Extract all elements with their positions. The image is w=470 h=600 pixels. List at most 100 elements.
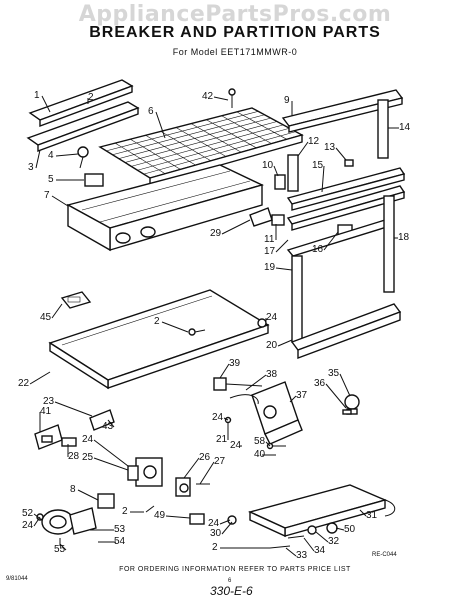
callout-33: 33 (296, 550, 308, 561)
callout-54: 54 (114, 536, 126, 547)
callout-45: 45 (40, 312, 52, 323)
callout-18: 18 (398, 232, 410, 243)
corner-code: 9/81044 (6, 576, 28, 582)
callout-15: 15 (312, 160, 324, 171)
callout-40: 40 (254, 449, 266, 460)
side-strip-12 (287, 154, 299, 192)
leader-42 (213, 96, 229, 101)
bracket-29 (249, 207, 273, 227)
leader-26 (183, 457, 200, 479)
bracket-28 (61, 437, 77, 447)
callout-22: 22 (18, 378, 30, 389)
leader-12 (297, 141, 309, 157)
callout-27: 27 (214, 456, 226, 467)
leader-24 (223, 417, 229, 421)
leader-58 (265, 441, 271, 447)
screw-34 (287, 535, 305, 539)
callout-10: 10 (262, 160, 274, 171)
callout-19: 19 (264, 262, 276, 273)
screw-42 (228, 88, 236, 108)
callout-2: 2 (122, 506, 128, 517)
leader-39 (219, 363, 230, 379)
callout-35: 35 (328, 368, 340, 379)
callout-11: 11 (264, 234, 275, 245)
leader-24 (33, 516, 41, 527)
damper-control-25 (127, 457, 163, 487)
callout-13: 13 (324, 142, 336, 153)
callout-17: 17 (264, 246, 276, 257)
part-8 (97, 493, 115, 509)
leader-1 (41, 95, 51, 113)
footer-note: FOR ORDERING INFORMATION REFER TO PARTS … (119, 566, 351, 573)
callout-5: 5 (48, 174, 54, 185)
leader-25 (93, 457, 129, 471)
frame-19 (286, 195, 402, 360)
leader-16 (323, 231, 339, 251)
leader-15 (321, 165, 325, 193)
leader-43 (107, 419, 115, 428)
callout-2: 2 (88, 92, 94, 103)
leader-52 (33, 513, 43, 521)
callout-20: 20 (266, 340, 278, 351)
leader-2 (161, 321, 189, 333)
screw-24-shelf (257, 318, 267, 328)
callout-34: 34 (314, 545, 326, 556)
leader-10 (273, 165, 279, 177)
clip-11 (271, 214, 285, 226)
callout-58: 58 (254, 436, 266, 447)
callout-26: 26 (199, 452, 211, 463)
diagram-title: BREAKER AND PARTITION PARTS (89, 24, 381, 41)
leader-6 (155, 111, 166, 139)
callout-8: 8 (70, 484, 76, 495)
callout-24: 24 (230, 440, 242, 451)
leader-23 (54, 401, 93, 417)
leader-38 (245, 374, 267, 391)
leader-35 (339, 373, 351, 397)
leader-8 (77, 489, 99, 501)
breaker-strip-3 (26, 101, 140, 153)
callout-32: 32 (328, 536, 340, 547)
knob-26 (175, 477, 191, 497)
clip-13 (344, 159, 354, 167)
leader-49 (165, 515, 191, 519)
callout-9: 9 (284, 95, 290, 106)
callout-29: 29 (210, 228, 222, 239)
grommet-30 (227, 515, 237, 525)
switch-43 (89, 409, 115, 431)
callout-25: 25 (82, 452, 94, 463)
leader-4 (55, 153, 79, 157)
page-code: 330-E-6 (210, 584, 253, 598)
callout-leaders (29, 95, 399, 557)
callout-7: 7 (44, 190, 50, 201)
callout-6: 6 (148, 106, 154, 117)
glass-shelf-22 (48, 289, 270, 390)
housing-41 (34, 424, 63, 450)
callout-2: 2 (154, 316, 160, 327)
leader-31 (359, 509, 367, 517)
leader-27 (199, 461, 215, 485)
leader-22 (29, 371, 51, 385)
leader-36 (325, 383, 347, 409)
callout-36: 36 (314, 378, 326, 389)
leader-20 (277, 339, 293, 347)
callout-3: 3 (28, 162, 34, 173)
leader-34 (303, 537, 315, 552)
page-number: 6 (228, 578, 232, 584)
callout-24: 24 (82, 434, 94, 445)
fastener-50 (326, 522, 338, 534)
leader-37 (289, 395, 297, 403)
clip-5 (84, 173, 104, 187)
model-subtitle: For Model EET171MMWR-0 (172, 47, 298, 57)
cover-36 (342, 409, 352, 415)
frame-15 (286, 167, 406, 231)
side-strip-14 (377, 99, 389, 159)
wire-38 (229, 394, 259, 405)
bulb-35 (344, 394, 360, 415)
callout-43: 43 (102, 421, 114, 432)
callout-24: 24 (22, 520, 34, 531)
leader-55 (59, 543, 67, 551)
callout-1: 1 (34, 90, 40, 101)
callout-4: 4 (48, 150, 54, 161)
leader-32 (315, 531, 329, 543)
